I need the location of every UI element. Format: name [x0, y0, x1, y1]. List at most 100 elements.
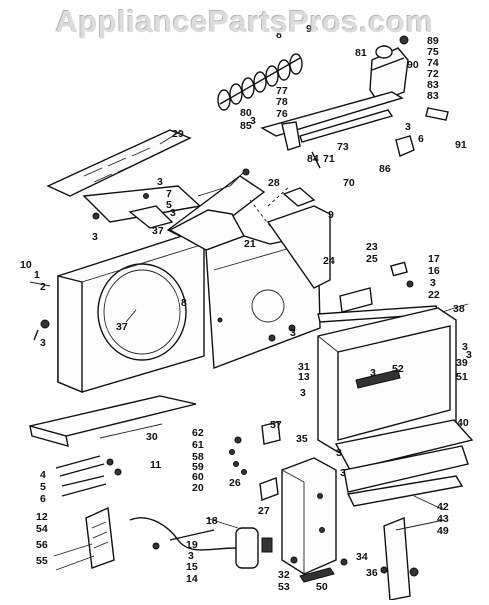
label-12: 12 — [36, 511, 48, 523]
base-pan-right — [334, 419, 474, 507]
label-55: 55 — [36, 555, 48, 567]
condenser-shroud — [57, 235, 205, 394]
label-76: 76 — [276, 108, 288, 120]
capacitor — [235, 527, 259, 569]
label-8b: 8 — [181, 297, 187, 309]
label-3c: 3 — [92, 231, 98, 243]
label-14: 14 — [186, 573, 198, 585]
label-3d: 3 — [170, 207, 176, 219]
label-19: 19 — [186, 539, 198, 551]
label-3h: 3 — [462, 341, 468, 353]
wire-harness — [129, 517, 237, 551]
label-20: 20 — [192, 482, 204, 494]
label-3k: 3 — [336, 447, 342, 459]
label-53: 53 — [278, 581, 290, 593]
label-36: 36 — [366, 567, 378, 579]
label-52: 52 — [392, 363, 404, 375]
label-21: 21 — [244, 238, 256, 250]
drain-tray — [29, 395, 197, 476]
label-51: 51 — [456, 371, 468, 383]
control-box — [281, 457, 337, 575]
label-91: 91 — [455, 139, 467, 151]
label-35: 35 — [296, 433, 308, 445]
bushing — [390, 261, 408, 277]
label-3o: 3 — [250, 115, 256, 127]
label-34: 34 — [356, 551, 368, 563]
label-6b: 6 — [40, 493, 46, 505]
label-75: 75 — [427, 46, 439, 58]
label-3g: 3 — [290, 327, 296, 339]
label-70: 70 — [343, 177, 355, 189]
front-cabinet — [317, 307, 457, 453]
label-74: 74 — [427, 57, 439, 69]
label-3b: 3 — [157, 176, 163, 188]
side-rail — [383, 516, 411, 601]
label-9: 9 — [328, 209, 334, 221]
label-80: 80 — [240, 107, 252, 119]
label-83b: 83 — [427, 90, 439, 102]
label-2: 2 — [40, 281, 46, 293]
partition-bulkhead — [168, 209, 321, 369]
leader-lines — [29, 130, 469, 571]
label-50: 50 — [316, 581, 328, 593]
label-32: 32 — [278, 569, 290, 581]
label-3n: 3 — [466, 349, 472, 361]
label-39: 39 — [456, 357, 468, 369]
label-37b: 37 — [116, 321, 128, 333]
label-5: 5 — [166, 199, 172, 211]
motor-mount-bracket — [260, 91, 449, 157]
label-27: 27 — [258, 505, 270, 517]
label-1: 1 — [34, 269, 40, 281]
label-90b: 90 — [407, 59, 419, 71]
label-81: 81 — [355, 47, 367, 59]
label-84: 84 — [307, 153, 319, 165]
label-3i: 3 — [370, 367, 376, 379]
label-16: 16 — [428, 265, 440, 277]
label-56: 56 — [36, 539, 48, 551]
label-3l: 3 — [300, 387, 306, 399]
divider-panel — [266, 205, 331, 289]
label-78: 78 — [276, 96, 288, 108]
screw — [40, 319, 50, 329]
watermark-logo: AppliancePartsPros.com — [55, 4, 434, 39]
label-25: 25 — [366, 253, 378, 265]
label-10: 10 — [20, 259, 32, 271]
label-43: 43 — [437, 513, 449, 525]
callout-labels: 8 90 89 75 81 90 74 72 77 78 76 80 85 83… — [20, 23, 472, 593]
label-13: 13 — [298, 371, 310, 383]
label-38: 38 — [453, 303, 465, 315]
support-brackets — [55, 455, 107, 497]
label-31: 31 — [298, 361, 310, 373]
label-30: 30 — [146, 431, 158, 443]
label-3f: 3 — [430, 277, 436, 289]
label-26: 26 — [229, 477, 241, 489]
label-4: 4 — [40, 469, 46, 481]
thermostat-bracket — [261, 421, 281, 445]
label-54: 54 — [36, 523, 48, 535]
label-59: 59 — [192, 461, 204, 473]
label-86: 86 — [379, 163, 391, 175]
label-71: 71 — [323, 153, 335, 165]
gasket — [339, 287, 373, 313]
label-28: 28 — [268, 177, 280, 189]
label-62: 62 — [192, 427, 204, 439]
label-49: 49 — [437, 525, 449, 537]
label-29: 29 — [172, 128, 184, 140]
label-8a: 8 — [276, 29, 282, 41]
label-40: 40 — [457, 417, 469, 429]
label-61: 61 — [192, 439, 204, 451]
label-42: 42 — [437, 501, 449, 513]
label-58: 58 — [192, 451, 204, 463]
label-60: 60 — [192, 471, 204, 483]
label-3m: 3 — [340, 467, 346, 479]
label-24: 24 — [323, 255, 335, 267]
label-22: 22 — [428, 289, 440, 301]
louver-panel — [46, 129, 192, 197]
insulation-strip — [282, 187, 316, 207]
switch — [259, 477, 279, 501]
label-6: 6 — [418, 133, 424, 145]
label-3e: 3 — [40, 337, 46, 349]
blower-wheel — [217, 53, 303, 111]
label-17: 17 — [428, 253, 440, 265]
